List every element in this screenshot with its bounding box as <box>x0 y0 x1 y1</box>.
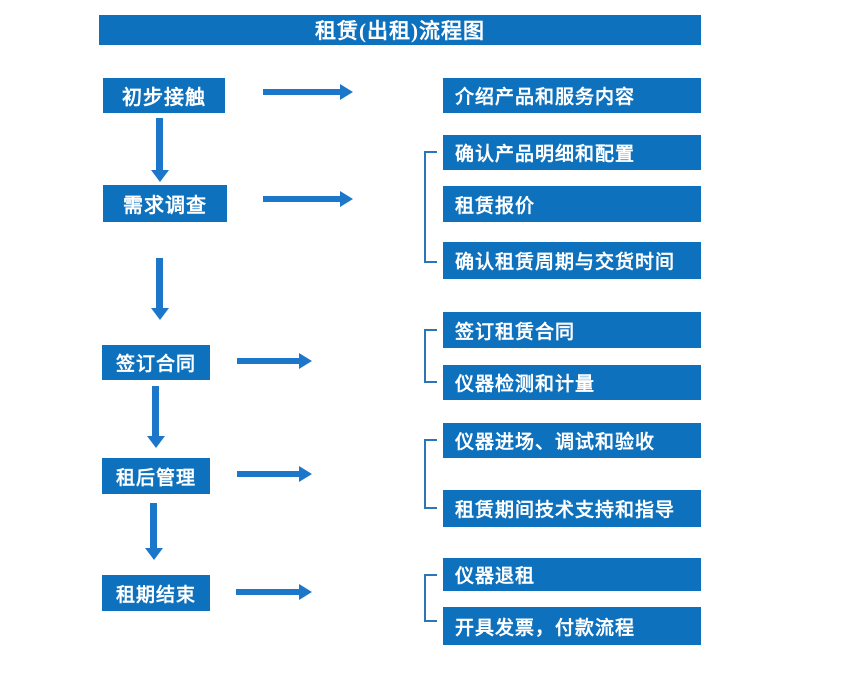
flow-arrow-down-4-icon <box>145 503 163 560</box>
detail-box-rental-quotation: 租赁报价 <box>443 186 701 222</box>
arrow-head <box>147 436 165 448</box>
arrow-shaft <box>152 386 159 437</box>
flowchart-title: 租赁(出租)流程图 <box>99 15 701 45</box>
arrow-shaft <box>156 258 163 309</box>
bracket-sign-contract <box>424 329 437 383</box>
detail-box-technical-support: 租赁期间技术支持和指导 <box>443 490 701 527</box>
arrow-head <box>340 84 353 100</box>
arrow-shaft <box>263 196 341 202</box>
detail-box-instrument-setup-acceptance: 仪器进场、调试和验收 <box>443 423 701 458</box>
flow-arrow-right-2-icon <box>263 191 353 207</box>
arrow-shaft <box>263 89 341 95</box>
detail-box-invoice-payment: 开具发票，付款流程 <box>443 607 701 645</box>
arrow-head <box>151 308 169 320</box>
bracket-post-rental-management <box>424 439 437 509</box>
arrow-head <box>145 548 163 560</box>
step-box-demand-survey: 需求调查 <box>103 185 227 222</box>
arrow-head <box>340 191 353 207</box>
flow-arrow-down-3-icon <box>147 386 165 448</box>
detail-box-confirm-product-config: 确认产品明细和配置 <box>443 135 701 170</box>
bracket-demand-survey <box>424 151 437 263</box>
arrow-head <box>151 170 169 182</box>
arrow-head <box>299 466 312 482</box>
flow-arrow-right-3-icon <box>237 353 312 369</box>
step-box-post-rental-management: 租后管理 <box>102 458 210 494</box>
arrow-shaft <box>237 471 300 477</box>
detail-box-sign-rental-contract: 签订租赁合同 <box>443 312 701 348</box>
arrow-shaft <box>150 503 157 549</box>
flow-arrow-down-2-icon <box>151 258 169 320</box>
arrow-head <box>299 353 312 369</box>
detail-box-instrument-return: 仪器退租 <box>443 558 701 591</box>
flow-arrow-right-5-icon <box>236 584 312 600</box>
flow-arrow-right-4-icon <box>237 466 312 482</box>
flow-arrow-down-1-icon <box>151 118 169 182</box>
step-box-sign-contract: 签订合同 <box>102 345 210 380</box>
detail-box-confirm-period-delivery: 确认租赁周期与交货时间 <box>443 242 701 279</box>
step-box-initial-contact: 初步接触 <box>103 78 225 113</box>
arrow-shaft <box>156 118 163 171</box>
flow-arrow-right-1-icon <box>263 84 353 100</box>
step-box-rental-end: 租期结束 <box>102 575 210 611</box>
arrow-shaft <box>236 589 300 595</box>
bracket-rental-end <box>424 574 437 622</box>
detail-box-introduce-products: 介绍产品和服务内容 <box>443 78 701 113</box>
detail-box-instrument-inspection: 仪器检测和计量 <box>443 365 701 400</box>
arrow-shaft <box>237 358 300 364</box>
arrow-head <box>299 584 312 600</box>
